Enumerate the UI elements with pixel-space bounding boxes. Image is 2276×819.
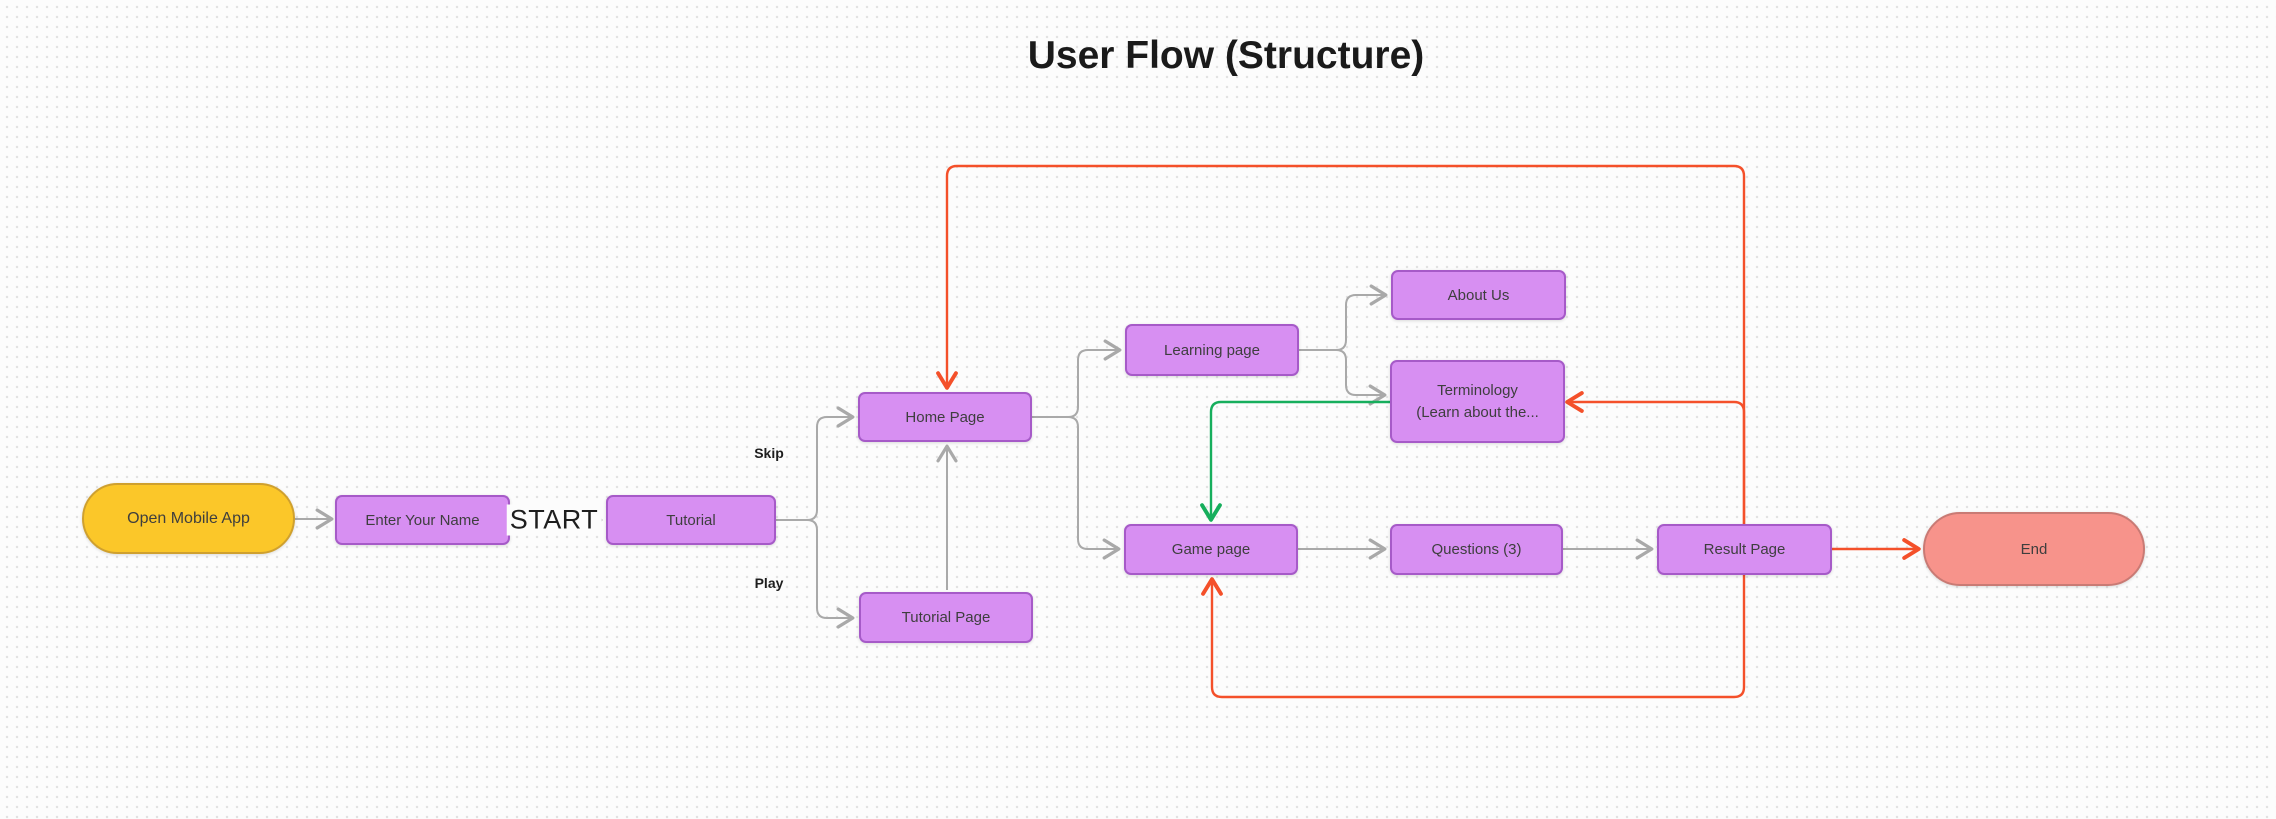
node-label: Learning page: [1164, 341, 1260, 359]
edge-label-play[interactable]: Play: [754, 575, 784, 591]
node-learning-page[interactable]: Learning page: [1125, 324, 1299, 376]
node-label: Result Page: [1703, 541, 1786, 558]
node-tutorial-page[interactable]: Tutorial Page: [859, 592, 1033, 643]
edge-tutorial-to-tutorialpage: [776, 519, 855, 629]
node-label: End: [2020, 540, 2048, 558]
edge-home-to-learning: [1032, 339, 1122, 418]
node-tutorial[interactable]: Tutorial: [606, 495, 776, 545]
node-label: Questions (3): [1431, 541, 1522, 558]
node-label: Home Page: [905, 408, 985, 426]
page-title: User Flow (Structure): [1027, 34, 1425, 77]
edge-label-skip[interactable]: Skip: [754, 445, 784, 461]
node-about-us[interactable]: About Us: [1391, 270, 1566, 320]
node-label: Open Mobile App: [127, 509, 250, 527]
edge-result-to-terminology: [1565, 391, 1746, 524]
edge-label-start[interactable]: START: [506, 504, 602, 536]
node-label: Terminology (Learn about the...: [1416, 381, 1539, 421]
node-end[interactable]: End: [1923, 512, 2145, 586]
node-terminology[interactable]: Terminology (Learn about the...: [1390, 360, 1565, 443]
node-enter-your-name[interactable]: Enter Your Name: [335, 495, 510, 545]
edge-tutorial-to-home: [776, 406, 855, 521]
node-label: Tutorial: [666, 511, 716, 529]
edge-learning-to-about: [1299, 284, 1388, 351]
node-label: Tutorial Page: [901, 609, 991, 626]
node-questions[interactable]: Questions (3): [1390, 524, 1563, 575]
node-label: Game page: [1171, 541, 1251, 558]
node-open-mobile-app[interactable]: Open Mobile App: [82, 483, 295, 554]
node-game-page[interactable]: Game page: [1124, 524, 1298, 575]
edge-learning-to-terminology: [1299, 349, 1387, 406]
edge-terminology-to-game: [1200, 400, 1390, 522]
node-result-page[interactable]: Result Page: [1657, 524, 1832, 575]
edge-result-to-game: [1201, 575, 1746, 699]
node-label: About Us: [1447, 286, 1510, 304]
edge-result-to-home: [936, 164, 1746, 524]
node-label: Enter Your Name: [365, 511, 480, 529]
node-home-page[interactable]: Home Page: [858, 392, 1032, 442]
edge-home-to-game: [1032, 416, 1121, 560]
